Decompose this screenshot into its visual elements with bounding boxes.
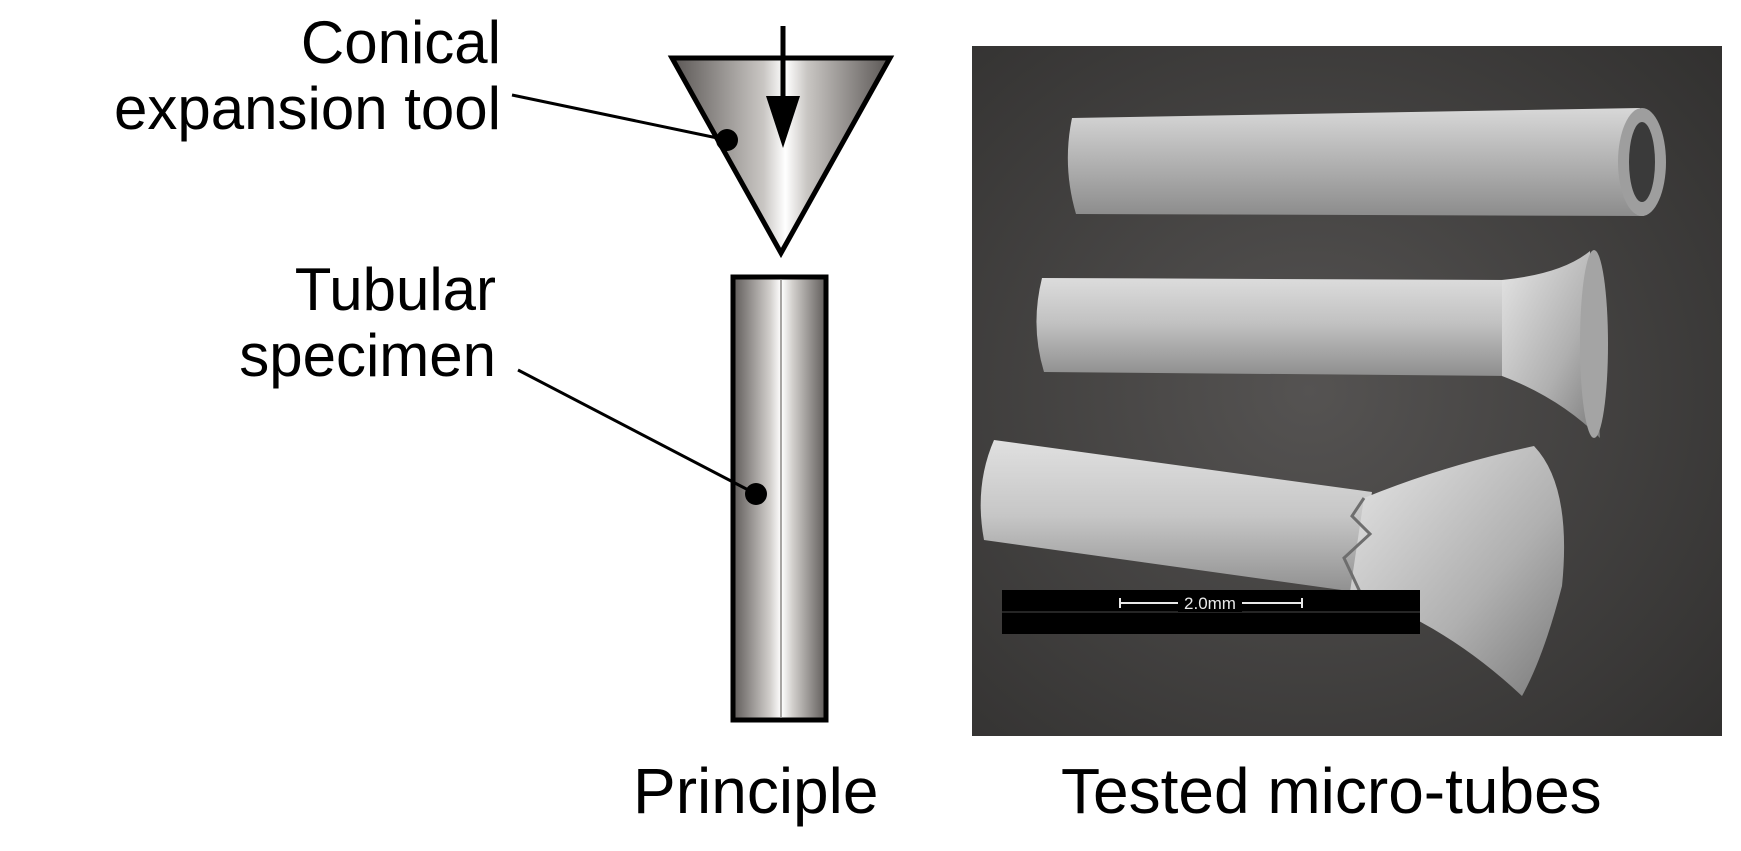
micro-tube-fractured <box>980 440 1565 696</box>
load-arrow-icon <box>766 26 800 148</box>
specimen-label-line2: specimen <box>239 322 496 389</box>
tool-marker-dot <box>716 129 738 151</box>
micro-tube-flared <box>1036 250 1608 438</box>
micro-tube-unexpanded <box>1067 108 1666 216</box>
tool-label-line2: expansion tool <box>114 75 501 142</box>
scale-bar: 2.0mm <box>1002 590 1420 634</box>
caption-principle: Principle <box>633 755 879 827</box>
scale-bar-label: 2.0mm <box>1184 594 1236 613</box>
specimen-leader-line <box>517 368 767 505</box>
tool-label-line1: Conical <box>300 9 501 76</box>
tool-leader-line <box>511 93 738 151</box>
specimen-marker-dot <box>745 483 767 505</box>
specimen-label-line1: Tubular <box>294 256 496 323</box>
tool-label: Conical expansion tool <box>114 10 501 142</box>
caption-tested-micro-tubes: Tested micro-tubes <box>1061 755 1602 827</box>
specimen-label: Tubular specimen <box>239 257 496 389</box>
micrograph-panel: 2.0mm <box>972 46 1722 736</box>
